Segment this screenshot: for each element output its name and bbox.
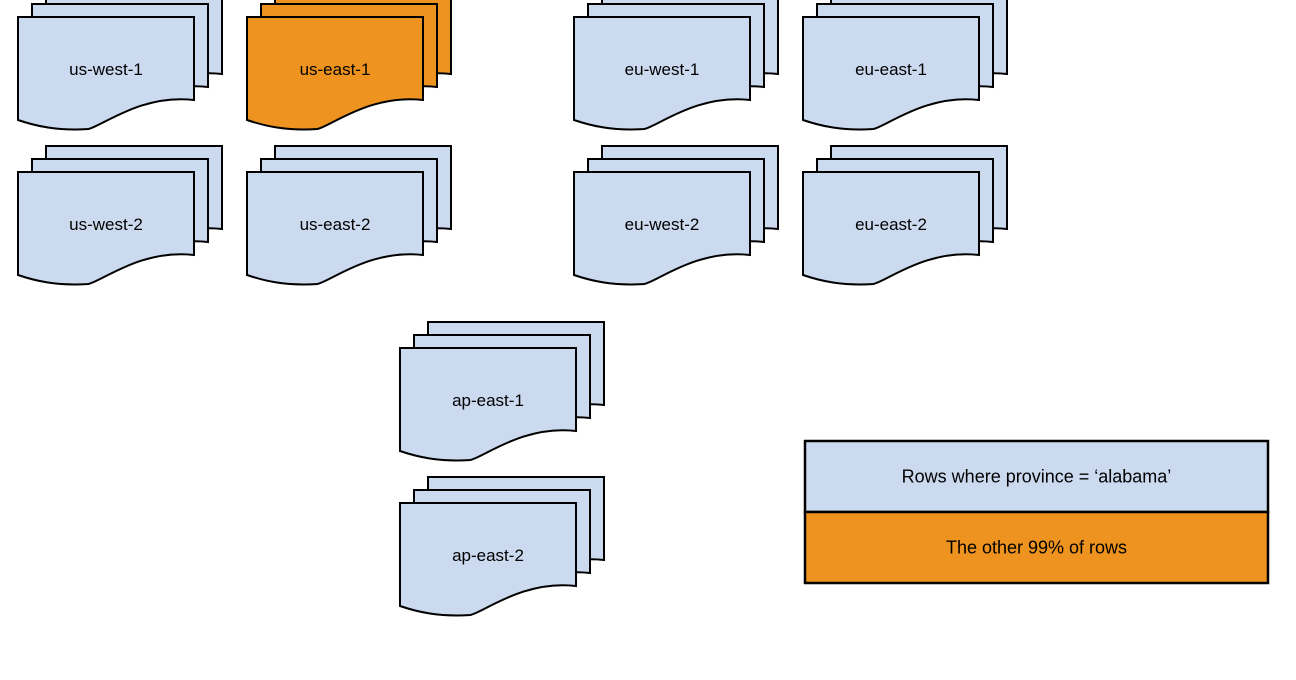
legend: Rows where province = ‘alabama’ The other… xyxy=(803,439,1270,585)
document-stack-eu-east-2[interactable]: eu-east-2 xyxy=(802,145,1008,286)
document-stack-eu-west-1[interactable]: eu-west-1 xyxy=(573,0,779,131)
stack-label-ap-east-1: ap-east-1 xyxy=(452,391,524,410)
stack-label-us-west-2: us-west-2 xyxy=(69,215,143,234)
stack-label-eu-west-1: eu-west-1 xyxy=(625,60,700,79)
document-stack-eu-east-1[interactable]: eu-east-1 xyxy=(802,0,1008,131)
document-front-eu-east-2 xyxy=(802,171,980,286)
stack-label-us-east-2: us-east-2 xyxy=(300,215,371,234)
document-stack-eu-west-2[interactable]: eu-west-2 xyxy=(573,145,779,286)
document-stack-us-east-1[interactable]: us-east-1 xyxy=(246,0,452,131)
document-stack-us-east-2[interactable]: us-east-2 xyxy=(246,145,452,286)
document-stack-ap-east-2[interactable]: ap-east-2 xyxy=(399,476,605,617)
document-stack-us-west-2[interactable]: us-west-2 xyxy=(17,145,223,286)
legend-row-highlight-swatch xyxy=(803,510,1270,585)
stack-label-us-east-1: us-east-1 xyxy=(300,60,371,79)
document-front-eu-west-2 xyxy=(573,171,751,286)
document-front-us-east-1 xyxy=(246,16,424,131)
stack-label-us-west-1: us-west-1 xyxy=(69,60,143,79)
document-stack-us-west-1[interactable]: us-west-1 xyxy=(17,0,223,131)
legend-row-normal-label: Rows where province = ‘alabama’ xyxy=(902,466,1172,486)
stack-label-ap-east-2: ap-east-2 xyxy=(452,546,524,565)
document-front-eu-east-1 xyxy=(802,16,980,131)
document-stack-ap-east-1[interactable]: ap-east-1 xyxy=(399,321,605,462)
document-front-us-west-1 xyxy=(17,16,195,131)
document-front-us-east-2 xyxy=(246,171,424,286)
document-front-ap-east-2 xyxy=(399,502,577,617)
legend-row-normal-swatch xyxy=(803,439,1270,514)
stack-label-eu-east-1: eu-east-1 xyxy=(855,60,927,79)
stack-label-eu-west-2: eu-west-2 xyxy=(625,215,700,234)
stack-label-eu-east-2: eu-east-2 xyxy=(855,215,927,234)
document-front-us-west-2 xyxy=(17,171,195,286)
document-front-ap-east-1 xyxy=(399,347,577,462)
document-front-eu-west-1 xyxy=(573,16,751,131)
legend-row-highlight-label: The other 99% of rows xyxy=(946,537,1127,557)
